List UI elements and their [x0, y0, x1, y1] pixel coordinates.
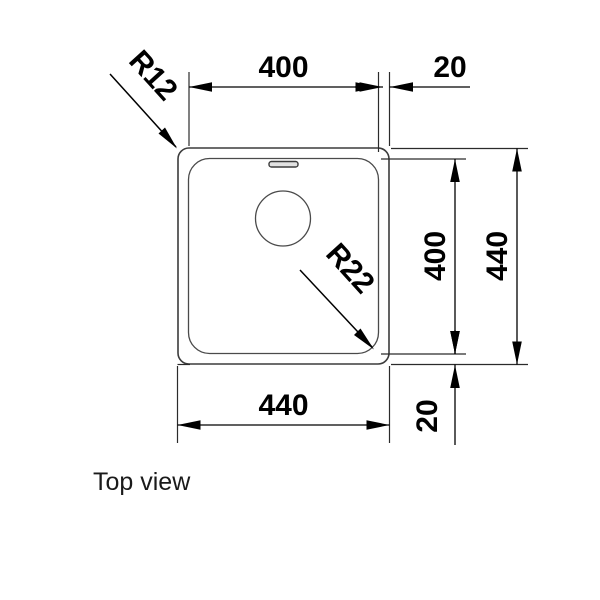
dim-label-right-400: 400 [419, 231, 452, 281]
drain-circle [254, 190, 312, 247]
arrow-left-bottom-440 [177, 420, 201, 430]
sink-outline-group [177, 147, 390, 365]
radius-label-r22: R22 [319, 237, 380, 300]
view-caption: Top view [93, 468, 191, 496]
dimension-bottom-440: 440 [177, 389, 390, 430]
arrow-r12 [158, 127, 177, 149]
radius-callout-r22: R22 [299, 237, 381, 350]
extension-lines-group [176, 72, 528, 443]
arrow-bottom-right-440 [512, 341, 522, 365]
arrow-lower-br-20 [450, 365, 460, 388]
dimension-top-400: 400 [189, 51, 379, 92]
sink-outer-rim [177, 147, 390, 365]
dim-label-bottom-right-20: 20 [411, 399, 444, 432]
dim-label-right-440: 440 [481, 231, 514, 281]
dimension-bottom-right-20: 20 [411, 330, 460, 445]
dim-label-top-400: 400 [258, 51, 308, 84]
arrow-top-right-440 [512, 148, 522, 172]
dimension-right-440: 440 [481, 148, 522, 365]
arrow-right-bottom-440 [366, 420, 390, 430]
arrow-upper-br-20 [450, 331, 460, 354]
sink-bowl [187, 157, 380, 355]
dim-label-top-20: 20 [433, 51, 466, 84]
radius-callout-r12: R12 [109, 44, 184, 149]
arrow-r22 [354, 328, 374, 350]
dimension-right-400: 400 [419, 159, 460, 354]
dim-label-bottom-440: 440 [258, 389, 308, 422]
overflow-slot [268, 160, 299, 168]
arrow-top-right-400 [450, 159, 460, 182]
arrow-left-top-20 [359, 82, 383, 92]
dimension-top-20: 20 [355, 51, 470, 92]
arrow-left-top-400 [189, 82, 212, 92]
arrow-right-top-20 [390, 82, 413, 92]
